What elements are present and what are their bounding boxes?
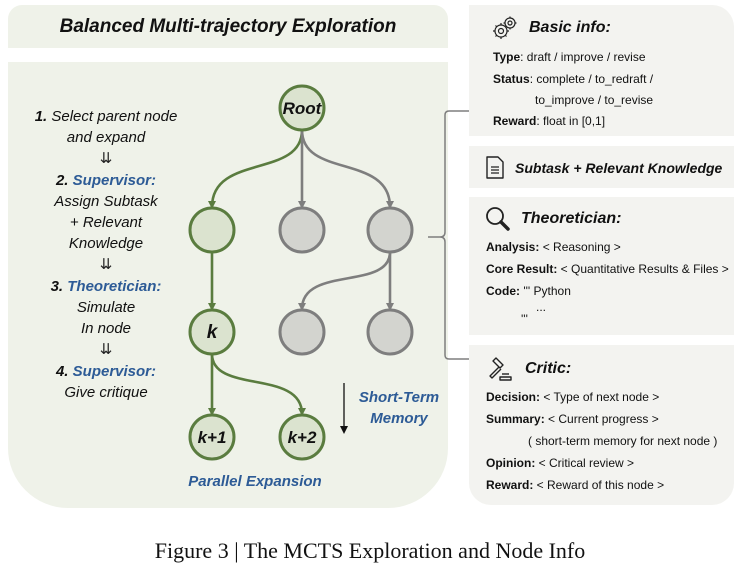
tree-node-label: Root: [283, 99, 323, 118]
reward-row: Reward: < Reward of this node >: [486, 478, 665, 492]
basic-status-row: Status: complete / to_redraft /: [493, 72, 654, 86]
critic-header: Critic:: [487, 355, 734, 383]
diagram-title: Balanced Multi-trajectory Exploration: [59, 15, 397, 37]
gavel-icon: [489, 357, 512, 381]
code-row: Code: ''' Python: [486, 284, 571, 298]
diagram-title-box: Balanced Multi-trajectory Exploration: [8, 5, 448, 48]
critic-panel: Critic: Decision: < Type of next node > …: [469, 345, 734, 505]
opinion-row: Opinion: < Critical review >: [486, 456, 635, 470]
tree-node-a3: [366, 206, 414, 254]
info-bracket: [428, 110, 470, 360]
tree-node-k1: k+1: [188, 413, 236, 461]
tree-node-a1: [188, 206, 236, 254]
code-close: ''': [521, 312, 528, 326]
basic-reward-row: Reward: float in [0,1]: [493, 114, 606, 128]
tree-edge-k-k2: [210, 353, 306, 416]
figure-caption: Figure 3 | The MCTS Exploration and Node…: [154, 538, 586, 563]
summary-cont: ( short-term memory for next node ): [528, 434, 718, 448]
summary-row: Summary: < Current progress >: [486, 412, 659, 426]
tree-node-label: k+1: [198, 428, 227, 447]
parallel-expansion-label: Parallel Expansion: [188, 473, 322, 490]
analysis-row: Analysis: < Reasoning >: [486, 240, 621, 254]
double-chevron-down-icon: ⇊: [99, 150, 113, 167]
tree-node-b3: [366, 308, 414, 356]
theoretician-header: Theoretician:: [485, 206, 734, 232]
decision-row: Decision: < Type of next node >: [486, 390, 660, 404]
step-4: 4. Supervisor: Give critique: [55, 363, 157, 401]
step-3: 3. Theoretician: Simulate In node: [50, 278, 162, 337]
step-2: 2. Supervisor: Assign Subtask + Relevant…: [54, 172, 158, 252]
core-result-row: Core Result: < Quantitative Results & Fi…: [486, 262, 729, 276]
tree-node-label: k: [207, 322, 219, 343]
tree-node-k: k: [188, 308, 236, 356]
double-chevron-down-icon: ⇊: [99, 256, 113, 273]
step-list: 1. Select parent node and expand ⇊ 2. Su…: [8, 106, 204, 403]
subtask-panel: Subtask + Relevant Knowledge: [469, 146, 734, 188]
basic-info-header: Basic info:: [491, 15, 734, 41]
magnifier-icon: [486, 207, 510, 231]
step-1: 1. Select parent node and expand: [34, 108, 178, 146]
theoretician-panel: Theoretician: Analysis: < Reasoning > Co…: [469, 197, 734, 335]
tree-node-label: k+2: [288, 428, 317, 447]
code-ellipsis: ...: [536, 300, 547, 314]
tree-node-b2: [278, 308, 326, 356]
basic-info-panel: Basic info: Type: draft / improve / revi…: [469, 5, 734, 136]
gears-icon: [493, 16, 517, 39]
tree-edge-root-a1: [208, 129, 304, 209]
basic-type-row: Type: draft / improve / revise: [493, 50, 646, 64]
tree-node-k2: k+2: [278, 413, 326, 461]
double-chevron-down-icon: ⇊: [99, 341, 113, 358]
tree-node-root: Root: [278, 84, 326, 132]
short-term-memory-label: Short-Term Memory: [358, 389, 440, 427]
document-icon: [486, 156, 504, 179]
tree-edge-root-a3: [300, 129, 394, 209]
tree-node-a2: [278, 206, 326, 254]
tree-edge-a3-b2: [298, 251, 392, 311]
subtask-header: Subtask + Relevant Knowledge: [485, 155, 734, 180]
basic-status-cont: to_improve / to_revise: [535, 93, 654, 107]
